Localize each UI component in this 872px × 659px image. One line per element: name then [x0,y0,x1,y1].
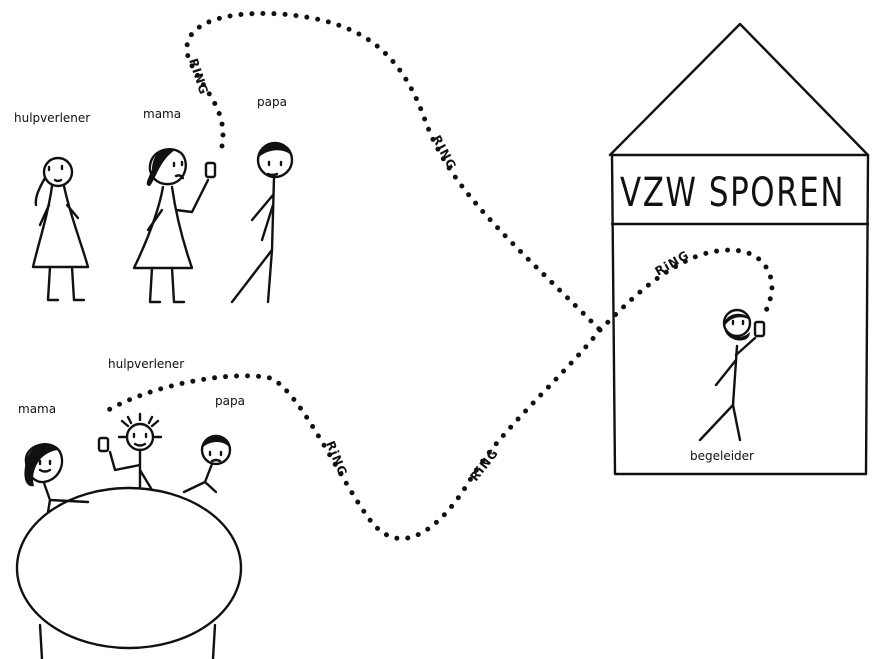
bottom-dad-figure [182,434,232,494]
top-mom-figure [132,148,217,304]
organisation-house: VZW SPOREN begeleider [608,22,870,476]
ring-label-top-right: RING [429,133,459,173]
ring-label-bottom-left: RiNG [323,439,350,479]
companion-call-line [597,247,775,333]
top-caregiver-label: hulpverlener [14,111,90,125]
organisation-sign: VZW SPOREN [620,170,845,216]
house-roof [608,22,870,157]
bottom-group: hulpverlener mama papa [15,357,245,659]
bottom-caregiver-figure [97,412,163,492]
top-group: hulpverlener mama papa [14,95,294,304]
bottom-call-line [102,327,603,541]
bottom-dad-label: papa [215,394,245,408]
top-caregiver-figure [31,156,90,302]
house-walls [610,153,870,476]
top-dad-label: papa [257,95,287,109]
ring-label-bottom-right: RiNG [467,446,501,484]
ring-label-house: RiNG [653,248,692,279]
top-dad-figure [230,141,294,304]
companion-label: begeleider [690,449,754,463]
top-call-line [184,10,603,333]
ring-label-top-left: RING [186,57,211,97]
bottom-mom-label: mama [18,402,56,416]
companion-figure [698,308,766,442]
bottom-mom-figure [24,443,90,514]
bottom-caregiver-label: hulpverlener [108,357,184,371]
top-mom-label: mama [143,107,181,121]
round-table [15,486,243,650]
